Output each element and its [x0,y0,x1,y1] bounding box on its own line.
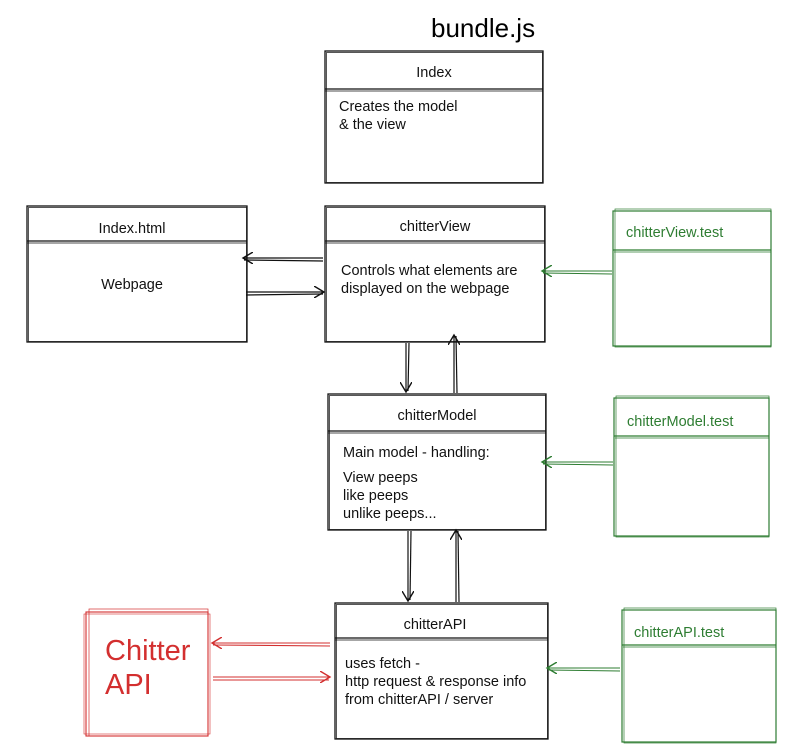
chitter-model-body-line: View peeps [343,470,418,487]
index-body-line: & the view [339,117,406,134]
view-test-label: chitterView.test [626,225,724,241]
index-box [324,50,544,184]
chitter-api-external-label: Chitter API [105,634,190,702]
chitter-model-body-line: Main model - handling: [343,445,490,461]
diagram-title: bundle.js [431,13,536,43]
view-to-html-arrow [243,258,324,261]
chitter-model-body-line: like peeps [343,488,409,505]
chitter-api-external-line: Chitter [105,635,191,667]
chitter-view-body-line: displayed on the webpage [341,281,510,298]
chitter-model-body: Main model - handling: View peeps like p… [343,444,490,524]
chitter-api-external-box [83,608,211,737]
index-html-header: Index.html [98,221,166,237]
view-to-model-arrow [406,342,409,392]
model-test-box [613,395,770,538]
chitter-api-body-line: from chitterAPI / server [345,692,494,709]
model-to-view-arrow [454,335,457,394]
model-to-api-arrow [408,530,411,601]
external-to-api-arrow [213,677,330,680]
api-to-model-arrow [456,530,459,603]
chitter-api-header: chitterAPI [403,617,467,633]
index-body-line: Creates the model [339,99,458,115]
chitter-model-header: chitterModel [397,408,477,424]
chitter-api-external-line: API [105,669,152,702]
view-test-arrow [542,271,613,274]
chitter-api-body-line: uses fetch - [345,656,420,672]
view-test-box [612,208,772,348]
chitter-api-body-line: http request & response info [345,674,527,691]
html-to-view-arrow [245,292,324,295]
chitter-view-body-line: Controls what elements are [341,263,518,279]
api-test-label: chitterAPI.test [634,625,725,641]
chitter-model-body-line: unlike peeps... [343,506,437,523]
index-header: Index [416,65,452,81]
model-test-arrow [542,462,614,465]
api-test-box [621,607,777,744]
index-html-box [26,205,248,343]
index-html-body: Webpage [101,277,163,293]
model-test-label: chitterModel.test [627,414,734,430]
api-to-external-arrow [212,643,331,646]
chitter-view-header: chitterView [399,219,471,235]
api-test-arrow [547,668,621,671]
chitter-api-body: uses fetch - http request & response inf… [345,655,526,709]
chitter-view-body: Controls what elements are displayed on … [341,262,518,298]
index-body: Creates the model & the view [339,98,457,134]
